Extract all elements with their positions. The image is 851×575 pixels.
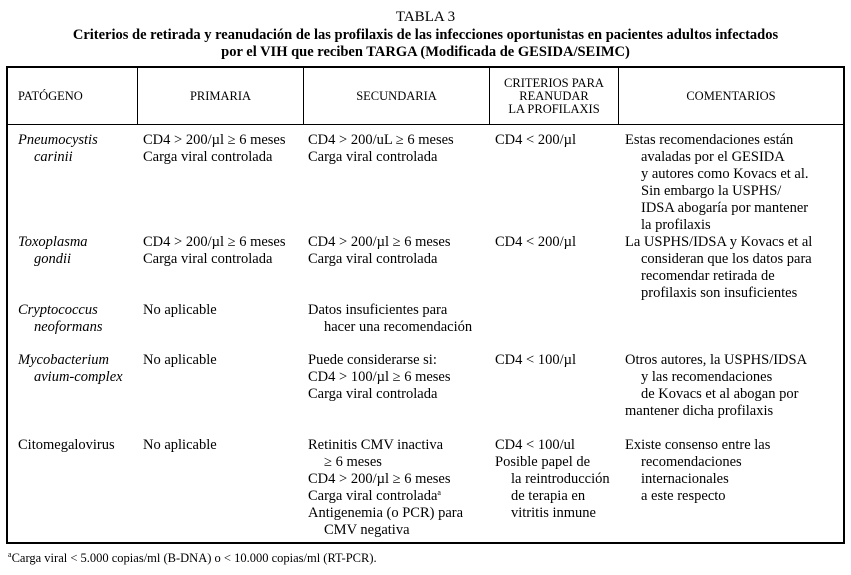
table: PATÓGENO PRIMARIA SECUNDARIA CRITERIOS P…	[6, 66, 845, 544]
row-3-pathogen: Cryptococcus neoformans	[18, 302, 103, 335]
column-divider	[618, 68, 619, 124]
header-divider	[8, 124, 843, 125]
header-primary: PRIMARIA	[189, 88, 252, 103]
footnote-marker: a	[437, 488, 441, 497]
row-5-primary: No aplicable	[143, 437, 217, 453]
footnote-text: Carga viral < 5.000 copias/ml (B-DNA) o …	[11, 551, 377, 565]
row-4-comments: Otros autores, la USPHS/IDSA y las recom…	[625, 352, 808, 419]
row-5-resume: CD4 < 100/ul Posible papel de la reintro…	[495, 437, 610, 521]
footnote: aCarga viral < 5.000 copias/ml (B-DNA) o…	[8, 551, 377, 566]
row-4-primary: No aplicable	[143, 352, 217, 368]
row-1-pathogen: Pneumocystis carinii	[18, 132, 98, 165]
table-title: Criterios de retirada y reanudación de l…	[20, 27, 831, 61]
header-secondary: SECUNDARIA	[356, 88, 437, 103]
row-2-comments: La USPHS/IDSA y Kovacs et al consideran …	[625, 234, 813, 301]
row-5-comments: Existe consenso entre las recomendacione…	[625, 437, 771, 504]
row-4-pathogen: Mycobacterium avium-complex	[18, 352, 123, 385]
row-2-pathogen: Toxoplasma gondii	[18, 234, 88, 267]
row-2-secondary: CD4 > 200/µl ≥ 6 meses Carga viral contr…	[308, 234, 451, 267]
row-4-resume: CD4 < 100/µl	[495, 352, 576, 368]
row-4-secondary: Puede considerarse si: CD4 > 100/µl ≥ 6 …	[308, 352, 451, 402]
column-divider	[489, 68, 490, 124]
footnote-marker: a	[8, 550, 12, 559]
column-divider	[303, 68, 304, 124]
row-5-pathogen: Citomegalovirus	[18, 437, 115, 453]
header-pathogen: PATÓGENO	[18, 88, 83, 103]
table-title-line-2: por el VIH que reciben TARGA (Modificada…	[221, 44, 630, 60]
row-5-secondary: Retinitis CMV inactiva ≥ 6 meses CD4 > 2…	[308, 437, 464, 538]
row-1-secondary: CD4 > 200/uL ≥ 6 meses Carga viral contr…	[308, 132, 454, 165]
row-3-primary: No aplicable	[143, 302, 217, 318]
row-1-comments: Estas recomendaciones están avaladas por…	[625, 132, 809, 233]
header-comments: COMENTARIOS	[686, 88, 776, 103]
table-label: TABLA 3	[395, 9, 456, 25]
row-3-secondary: Datos insuficientes para hacer una recom…	[308, 302, 473, 335]
column-divider	[137, 68, 138, 124]
header-resume: CRITERIOS PARA REANUDAR LA PROFILAXIS	[504, 75, 604, 116]
row-1-resume: CD4 < 200/µl	[495, 132, 576, 148]
table-title-line-1: Criterios de retirada y reanudación de l…	[72, 27, 779, 43]
row-1-primary: CD4 > 200/µl ≥ 6 meses Carga viral contr…	[143, 132, 286, 165]
row-2-primary: CD4 > 200/µl ≥ 6 meses Carga viral contr…	[143, 234, 286, 267]
row-2-resume: CD4 < 200/µl	[495, 234, 576, 250]
